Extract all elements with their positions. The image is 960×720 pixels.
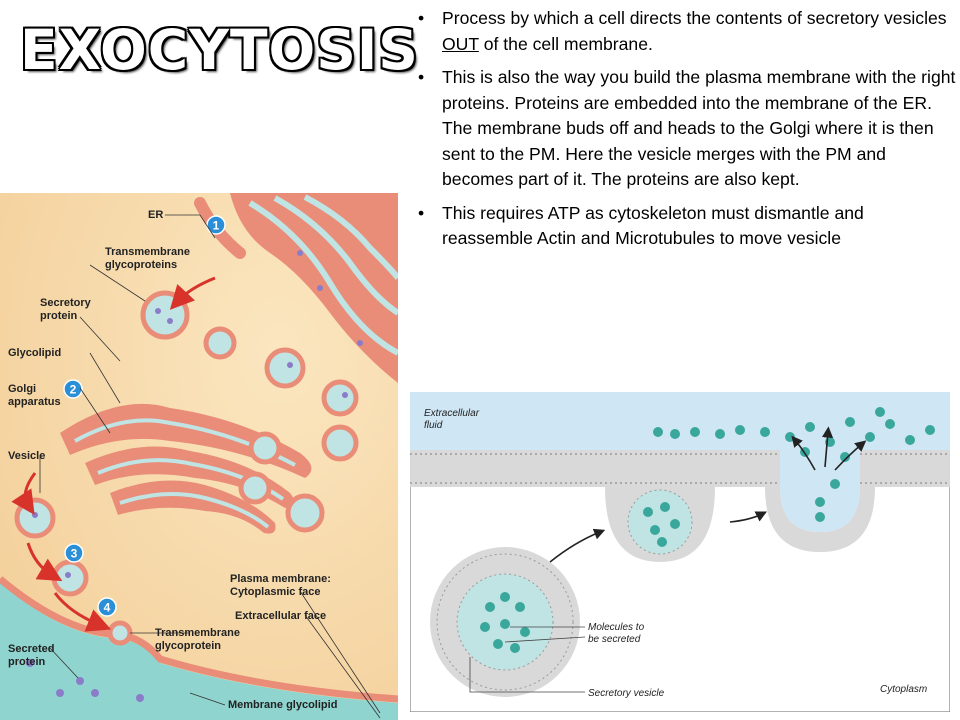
step-4-label: 4: [104, 601, 111, 615]
label-er: ER: [148, 209, 163, 221]
page-title: EXOCYTOSIS: [20, 18, 419, 82]
bullet-text-emphasis: OUT: [442, 33, 479, 54]
bullet-text: This is also the way you build the plasm…: [442, 67, 956, 189]
fusing-vesicle-lumen: [627, 489, 693, 555]
label-membrane-glycolipid: Membrane glycolipid: [228, 699, 337, 711]
step-2-marker: [63, 379, 83, 399]
label-extracellular-fluid-2: fluid: [424, 420, 443, 431]
label-transmembrane-glycoprotein-2: glycoprotein: [155, 640, 221, 652]
step-3-label: 3: [71, 547, 78, 561]
step-1-label: 1: [213, 219, 220, 233]
bullet-text-b: of the cell membrane.: [478, 33, 653, 54]
plasma-membrane-band: [410, 450, 950, 487]
plasma-membrane: [0, 576, 398, 703]
step-markers: 1 2 3 4: [63, 215, 226, 617]
label-transmembrane-glycoproteins: Transmembrane: [105, 246, 190, 258]
label-secretory-protein: Secretory: [40, 297, 92, 309]
extracellular-space: [0, 583, 398, 720]
step-2-label: 2: [70, 383, 77, 397]
label-secreted-protein-2: protein: [8, 656, 46, 668]
bullet-text-a: Process by which a cell directs the cont…: [442, 8, 947, 28]
label-cytoplasmic-face: Cytoplasmic face: [230, 586, 320, 598]
label-glycolipid: Glycolipid: [8, 347, 61, 359]
bullet-item: • Process by which a cell directs the con…: [412, 6, 957, 57]
secretory-pathway-diagram: 1 2 3 4 ER Transmembrane glycoproteins S…: [0, 193, 398, 720]
open-pore: [765, 487, 875, 552]
transport-arrows: [11, 276, 216, 632]
membrane-fusion-diagram: Extracellular fluid Molecules to be secr…: [410, 392, 950, 712]
label-molecules-to-be-secreted-2: be secreted: [588, 634, 641, 645]
step-3-marker: [64, 543, 84, 563]
bullet-text: This requires ATP as cytoskeleton must d…: [442, 202, 864, 249]
label-secretory-protein-2: protein: [40, 310, 78, 322]
label-transmembrane-glycoprotein: Transmembrane: [155, 627, 240, 639]
label-cytoplasm: Cytoplasm: [880, 684, 927, 695]
secreted-molecules: [480, 407, 935, 653]
label-molecules-to-be-secreted: Molecules to: [588, 622, 645, 633]
bullet-dot: •: [418, 202, 425, 223]
bullet-dot: •: [418, 67, 425, 87]
bullet-list: • Process by which a cell directs the con…: [412, 6, 957, 260]
label-extracellular-face: Extracellular face: [235, 610, 326, 622]
step-1-marker: [206, 215, 226, 235]
label-golgi-apparatus: Golgi: [8, 383, 36, 395]
label-golgi-apparatus-2: apparatus: [8, 396, 61, 408]
label-extracellular-fluid: Extracellular: [424, 408, 480, 419]
label-transmembrane-glycoproteins-2: glycoproteins: [105, 259, 177, 271]
step-4-marker: [97, 597, 117, 617]
label-secreted-protein: Secreted: [8, 643, 54, 655]
label-secretory-vesicle: Secretory vesicle: [588, 688, 665, 699]
er-stacks: [194, 193, 398, 383]
bullet-item: • This requires ATP as cytoskeleton must …: [412, 201, 957, 252]
label-vesicle: Vesicle: [8, 450, 45, 462]
bullet-item: • This is also the way you build the plas…: [412, 65, 957, 193]
bullet-dot: •: [418, 8, 425, 28]
label-plasma-membrane: Plasma membrane:: [230, 573, 331, 585]
